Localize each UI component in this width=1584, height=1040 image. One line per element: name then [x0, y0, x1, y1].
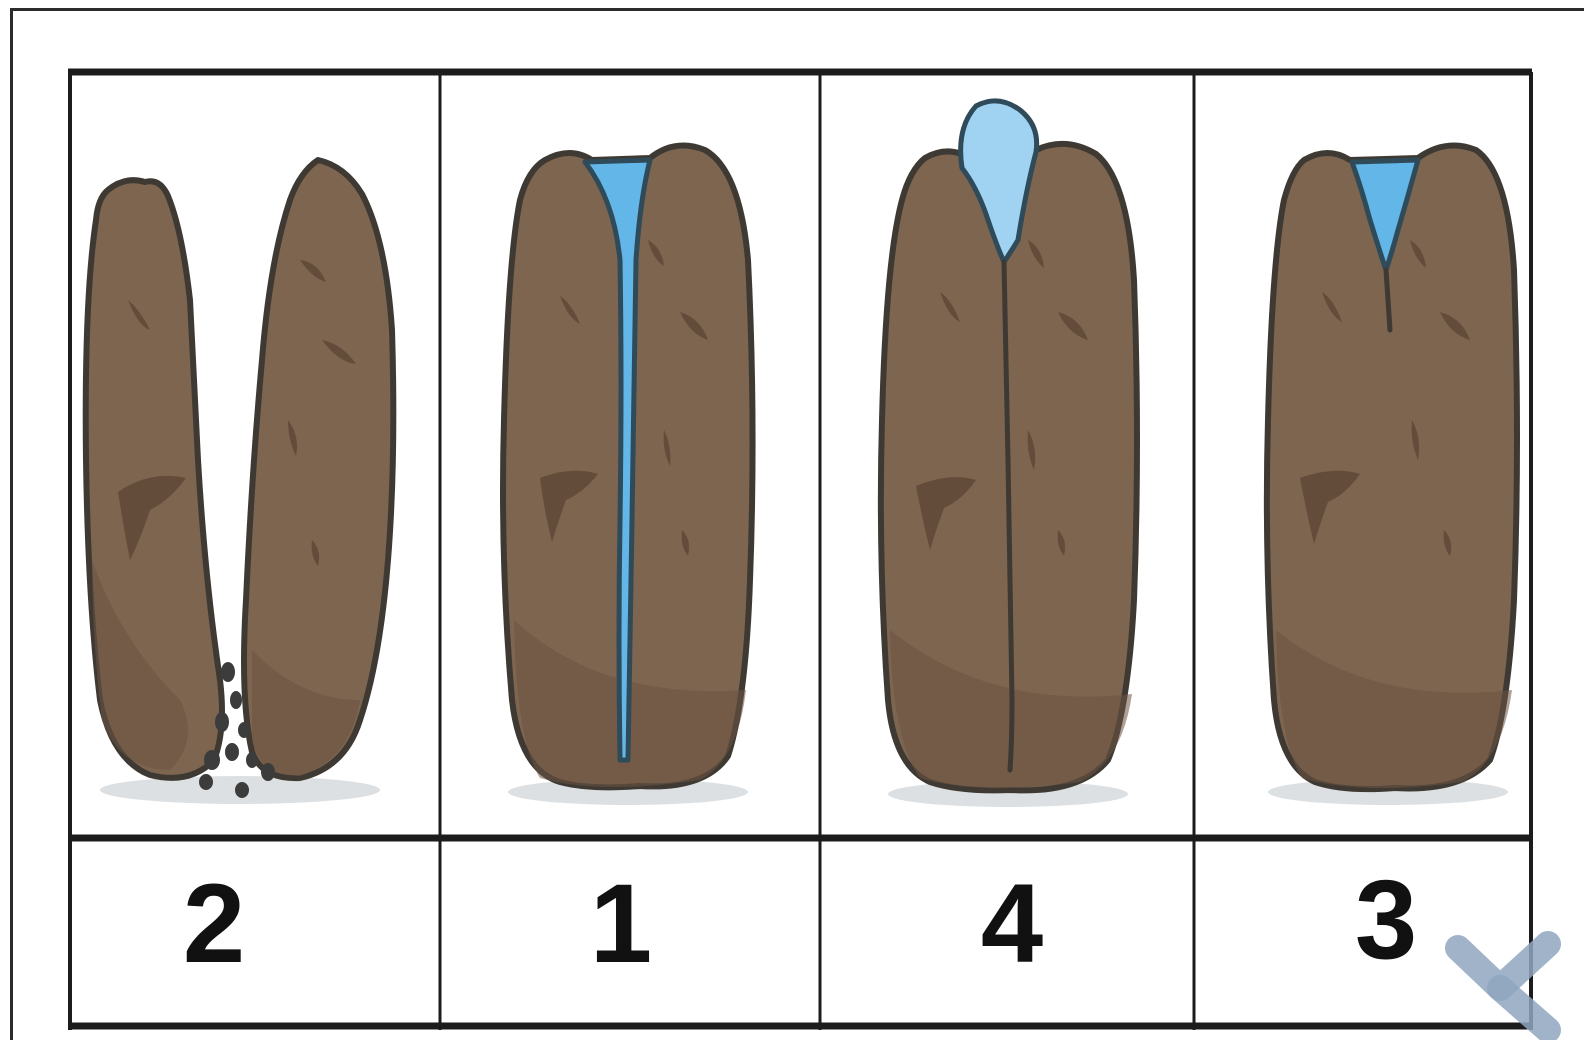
panel-label-2: 1: [590, 861, 652, 986]
panel-label-3: 4: [981, 861, 1043, 986]
panel-label-1: 2: [183, 861, 245, 986]
panel-ice-expanding: [881, 101, 1137, 807]
panel-label-4: 3: [1355, 857, 1417, 982]
panel-water-top-of-crack: [1267, 146, 1517, 806]
panel-water-in-crack: [503, 146, 753, 806]
panel-rock-split: [86, 160, 394, 804]
panel-labels: 2 1 4 3: [183, 857, 1417, 986]
checkmark-watermark-icon: [1458, 944, 1548, 1030]
